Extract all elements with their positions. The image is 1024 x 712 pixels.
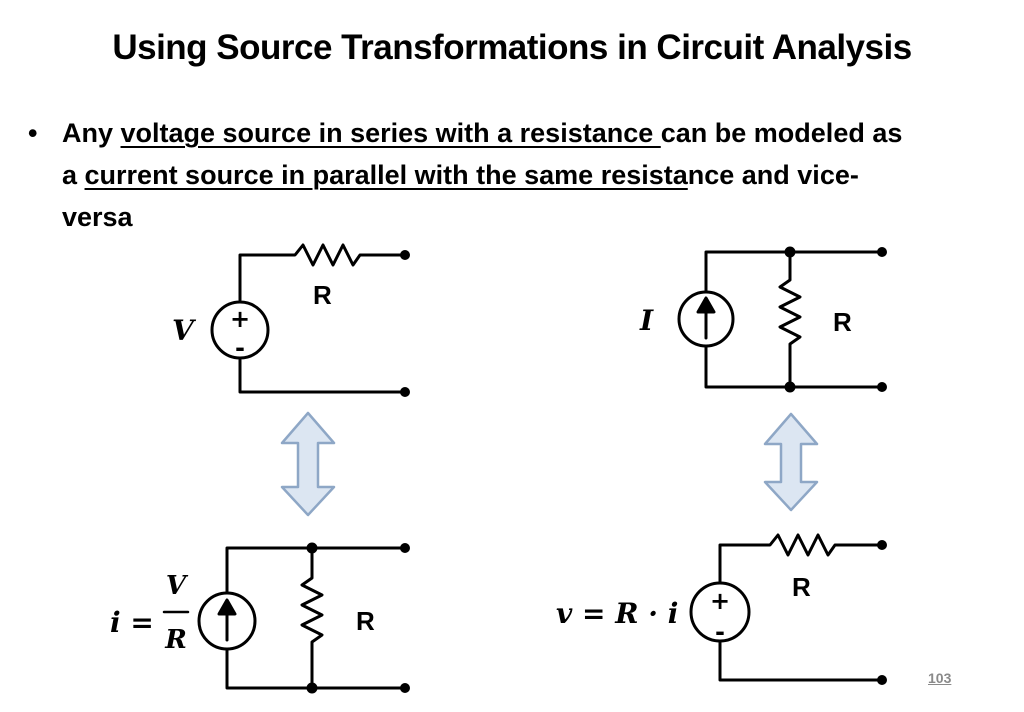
wire-top (704, 250, 884, 294)
terminal-dot (877, 247, 887, 257)
wire-top (225, 546, 407, 594)
current-source-icon (677, 290, 735, 348)
minus-sign: - (235, 334, 245, 362)
plus-sign: + (710, 587, 730, 615)
node-dot (784, 381, 796, 393)
terminal-dot (400, 543, 410, 553)
bullet-marker: • (28, 118, 38, 148)
voltage-label: V (172, 314, 197, 347)
bullet-text: Any voltage source in series with a resi… (62, 112, 922, 238)
voltage-source-icon (689, 581, 751, 643)
bullet-text-part: Any (62, 118, 121, 148)
underlined-phrase-current-source: current source in parallel with the same… (84, 160, 688, 190)
resistor-label: R (356, 606, 375, 636)
wire-bottom (225, 648, 407, 690)
voltage-source-icon (210, 300, 270, 360)
node-dot (784, 246, 796, 258)
parallel-resistor (300, 546, 324, 690)
double-arrow-icon (280, 411, 336, 517)
formula: v = R · i (556, 597, 678, 630)
minus-sign: - (715, 618, 725, 646)
current-source-icon (197, 591, 257, 651)
terminal-dot (400, 387, 410, 397)
resistor-label: R (833, 307, 852, 337)
underlined-phrase-voltage-source: voltage source in series with a resistan… (120, 118, 661, 148)
up-arrow-icon (217, 598, 237, 616)
wire-top-with-resistor (238, 243, 407, 302)
terminal-dot (400, 250, 410, 260)
wire-top-with-resistor (718, 533, 884, 584)
current-label: I (639, 304, 654, 337)
wire-bottom (718, 640, 884, 682)
plus-sign: + (230, 305, 250, 333)
up-arrow-icon (696, 296, 716, 314)
circuit-voltage-series: + - V R (172, 243, 410, 397)
formula-lhs: i = (110, 606, 154, 639)
wire-bottom (704, 344, 884, 389)
node-dot (306, 682, 318, 694)
page-number: 103 (928, 670, 952, 686)
bullet-text-part: can be modeled as a (62, 118, 903, 190)
parallel-resistor (778, 250, 802, 389)
terminal-dot (877, 540, 887, 550)
circuit-voltage-series-equivalent: + - v = R · i R (556, 533, 887, 685)
terminal-dot (877, 382, 887, 392)
resistor-label: R (313, 280, 332, 310)
terminal-dot (877, 675, 887, 685)
circuit-current-parallel: I R (639, 246, 887, 393)
bullet-text-part: nce and vice-versa (62, 160, 859, 232)
circuit-current-parallel-equivalent: i = V R R (110, 542, 410, 694)
slide-title: Using Source Transformations in Circuit … (112, 28, 912, 67)
resistor-label: R (792, 572, 811, 602)
terminal-dot (400, 683, 410, 693)
double-arrow-icon (763, 412, 819, 512)
node-dot (306, 542, 318, 554)
wire-bottom (238, 358, 407, 394)
formula-denominator: R (164, 625, 187, 655)
formula-numerator: V (166, 571, 189, 601)
